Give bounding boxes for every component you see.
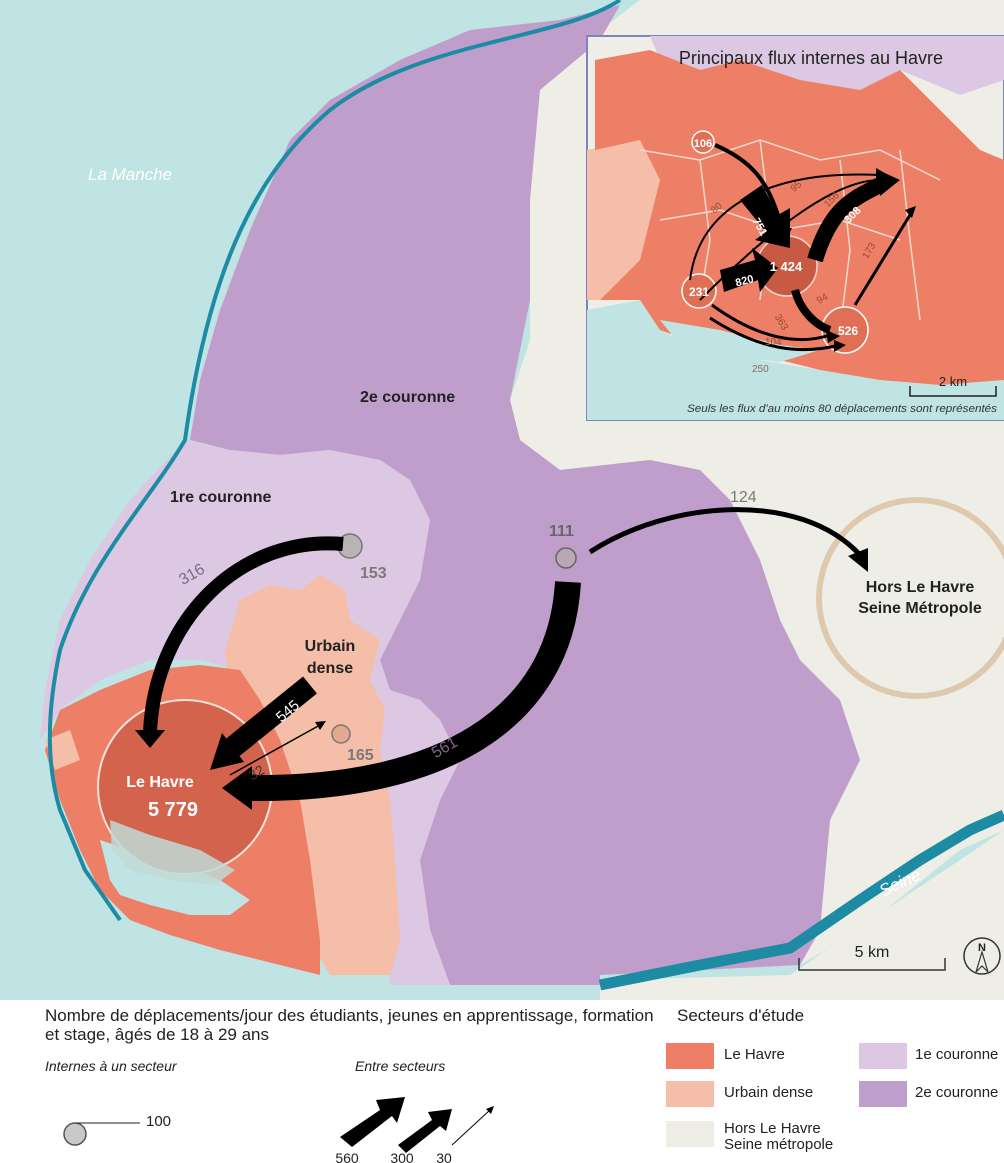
sea-label: La Manche [88,165,172,184]
zone-urbain-small [45,730,80,770]
flow-arrowhead-lh-ud [315,721,326,730]
inset-flow-label-820: 820 [734,273,755,289]
flow-arrow-c1-lh [143,536,344,733]
inset-circle-231 [681,273,717,309]
flow-label-lh-ud: 32 [245,762,267,784]
zone-label-2e-couronne: 2e couronne [360,389,455,406]
legend-label-urbain-dense: Urbain dense [724,1084,814,1101]
zone-label-dense: dense [307,660,353,677]
internal-value-urbain: 165 [347,747,374,764]
inset-flow-751 [740,185,790,248]
inset-port [660,320,820,362]
inset-scale-bar [909,386,997,397]
internal-value-couronne2: 111 [549,523,574,540]
legend-label-1e-couronne: 1e couronne [915,1046,999,1063]
inset-circle-106 [691,130,715,154]
legend-between-title: Entre secteurs [355,1058,446,1074]
internal-circle-urbain [331,724,351,744]
flow-arrowhead-c1-lh [135,730,165,748]
legend-label-2e-couronne: 2e couronne [915,1084,999,1101]
inset-note: Seuls les flux d'au moins 80 déplacement… [687,403,998,415]
flow-arrowhead-c2-out [848,548,868,572]
legend-title: Nombre de déplacements/jour des étudiant… [45,1006,654,1044]
inset-node-106: 106 [694,138,712,150]
inset-flow-label-104: 104 [765,337,782,348]
flow-arrow-c2-lh [249,581,581,802]
scale-label: 5 km [855,944,890,961]
inset-urbain-left [587,140,660,300]
inset-flow-820 [720,248,778,292]
legend-arrow-30 [451,1109,491,1146]
inset-map: Principaux flux internes au Havre 1 424 … [586,35,1004,421]
outside-label-line1: Hors Le Havre [866,579,975,596]
legend-arrow-value-560: 560 [335,1150,359,1163]
legend-label-hors: Hors Le Havre Seine métropole [724,1120,834,1153]
port-in-circle [110,820,235,885]
internal-circle-couronne2 [555,547,577,569]
legend-swatch-1e-couronne [859,1043,907,1069]
outside-label-line2: Seine Métropole [858,600,982,617]
zone-label-urbain: Urbain [305,638,356,655]
north-label: N [978,942,986,954]
inset-node-231: 231 [689,285,709,299]
le-havre-label: Le Havre [126,774,194,791]
legend-symbols: 100 560 300 30 [63,1097,494,1163]
legend-arrow-560 [340,1097,405,1147]
flow-arrowhead-c2-lh [222,766,252,810]
legend-arrow-value-30: 30 [436,1150,452,1163]
map: La Manche 2e couronne 1re couronne Urbai… [0,0,1004,1000]
internal-value-couronne1: 153 [360,565,387,582]
legend-swatch-hors [666,1121,714,1147]
zone-1re-couronne [40,440,460,985]
legend-internal-value: 100 [146,1113,171,1130]
inset-flow-label-250: 250 [752,364,769,375]
inset-node-526: 526 [838,324,858,338]
flow-arrowhead-ud-lh [210,733,244,770]
legend-swatch-le-havre [666,1043,714,1069]
flow-arrow-lh-ud [229,724,321,776]
legend-sectors-title: Secteurs d'étude [677,1006,805,1025]
le-havre-value: 5 779 [148,799,198,821]
scale-bar [798,958,946,971]
north-arrow-icon: N [963,937,1001,975]
inset-scale-label: 2 km [939,374,967,389]
seine-river [598,809,1004,991]
flow-arrow-c2-out [588,507,862,557]
zone-label-1re-couronne: 1re couronne [170,489,271,506]
legend-label-le-havre: Le Havre [724,1046,785,1063]
inset-flow-label-94: 94 [815,291,831,306]
inset-title: Principaux flux internes au Havre [679,48,943,68]
coastline [47,0,622,922]
legend-swatch-urbain-dense [666,1081,714,1107]
legend-arrow-300 [398,1109,452,1153]
legend-swatch-2e-couronne [859,1081,907,1107]
outside-circle [816,497,1004,699]
legend-internal-title: Internes à un secteur [45,1058,177,1074]
inset-center-value: 1 424 [770,259,803,274]
legend-arrow-value-300: 300 [390,1150,414,1163]
zone-2e-couronne [190,5,860,985]
flow-arrow-ud-lh [225,676,317,757]
inset-couronne1 [650,36,1004,95]
inset-sea [587,300,1004,420]
legend-internal-circle [63,1122,87,1146]
legend-arrowhead-30 [486,1106,494,1114]
flow-label-c2-out: 124 [730,489,757,506]
